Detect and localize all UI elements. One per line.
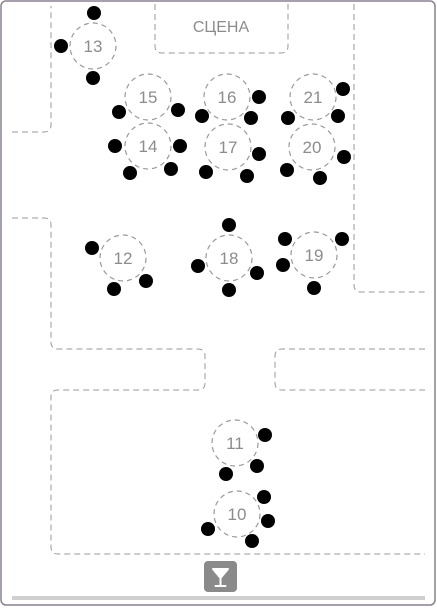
right-wall-upper [353,4,425,293]
cocktail-glass-icon [212,568,229,587]
table-10-seat-1[interactable] [257,490,271,504]
table-16-seat-2[interactable] [195,109,209,123]
table-18-seat-2[interactable] [191,259,205,273]
table-12-label: 12 [114,249,133,268]
table-17[interactable]: 17 [199,123,266,183]
table-20-seat-1[interactable] [337,150,351,164]
table-18-seat-4[interactable] [222,283,236,297]
table-14-seat-4[interactable] [164,162,178,176]
table-21-circle [289,73,337,121]
table-11-label: 11 [226,434,244,453]
table-17-label: 17 [219,138,238,157]
table-18-seat-3[interactable] [250,266,264,280]
table-16[interactable]: 16 [195,73,266,125]
table-12-seat-1[interactable] [85,241,99,255]
table-14-label: 14 [139,137,158,156]
table-21-seat-3[interactable] [331,109,345,123]
table-11-seat-1[interactable] [258,428,272,442]
table-15-label: 15 [139,88,158,107]
left-wall-middle [12,217,425,555]
table-14-seat-2[interactable] [173,139,187,153]
table-16-label: 16 [218,88,237,107]
table-18[interactable]: 18 [191,218,264,297]
table-21-seat-2[interactable] [281,111,295,125]
table-12-seat-3[interactable] [107,282,121,296]
right-wall-middle [274,348,425,391]
table-21-seat-1[interactable] [336,82,350,96]
table-18-circle [205,234,253,282]
table-14[interactable]: 14 [108,122,187,180]
table-13-seat-1[interactable] [87,6,101,20]
left-wall-upper [12,6,52,133]
table-15-seat-1[interactable] [112,105,126,119]
table-11-circle [211,419,259,467]
table-17-seat-2[interactable] [199,165,213,179]
table-20[interactable]: 20 [280,123,351,185]
tables-layer: 13 15 16 21 14 17 20 12 18 19 11 10 [54,6,351,548]
table-18-seat-1[interactable] [222,218,236,232]
table-15[interactable]: 15 [112,73,185,121]
table-10-circle [213,490,261,538]
table-11-seat-2[interactable] [219,467,233,481]
table-13-circle [69,22,117,70]
table-10-label: 10 [228,505,247,524]
table-16-circle [203,73,251,121]
table-17-seat-3[interactable] [240,169,254,183]
table-17-seat-1[interactable] [252,147,266,161]
table-20-circle [288,123,336,171]
table-19-label: 19 [305,246,324,265]
table-10-seat-4[interactable] [245,534,259,548]
table-19-seat-4[interactable] [307,281,321,295]
zone-boundaries [12,4,425,555]
table-19-seat-3[interactable] [276,258,290,272]
table-12-circle [99,234,147,282]
table-14-seat-1[interactable] [108,139,122,153]
table-19-seat-2[interactable] [335,232,349,246]
table-17-circle [204,123,252,171]
table-10[interactable]: 10 [201,490,275,548]
table-19-seat-1[interactable] [278,232,292,246]
bar-button[interactable] [204,561,237,592]
table-20-label: 20 [303,138,322,157]
table-11-seat-3[interactable] [250,459,264,473]
table-13-label: 13 [84,37,103,56]
table-16-seat-1[interactable] [252,90,266,104]
table-19-circle [290,231,338,279]
table-14-seat-3[interactable] [123,166,137,180]
table-12-seat-2[interactable] [139,274,153,288]
table-20-seat-3[interactable] [313,171,327,185]
table-16-seat-3[interactable] [244,111,258,125]
stage-area [154,4,289,54]
table-18-label: 18 [220,249,239,268]
table-20-seat-2[interactable] [280,163,294,177]
table-15-circle [124,73,172,121]
table-14-circle [124,122,172,170]
table-13-seat-3[interactable] [86,71,100,85]
table-21[interactable]: 21 [281,73,350,125]
table-10-seat-2[interactable] [261,514,275,528]
table-12[interactable]: 12 [85,234,153,296]
table-15-seat-2[interactable] [171,103,185,117]
table-10-seat-3[interactable] [201,522,215,536]
table-21-label: 21 [304,88,323,107]
table-13-seat-2[interactable] [54,39,68,53]
stage-label: СЦЕНА [193,19,250,36]
table-13[interactable]: 13 [54,6,117,85]
table-11[interactable]: 11 [211,419,272,481]
table-19[interactable]: 19 [276,231,349,295]
